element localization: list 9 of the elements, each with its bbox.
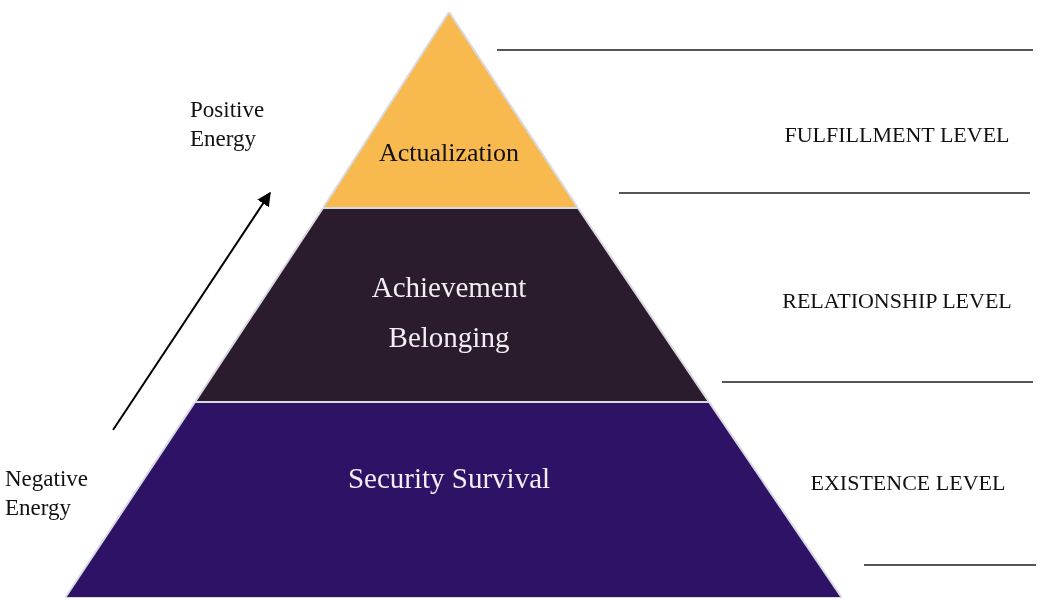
level-label: RELATIONSHIP LEVEL [781, 288, 1013, 314]
level-label: EXISTENCE LEVEL [809, 470, 1007, 496]
tier-label: Achievement Belonging [370, 270, 528, 355]
energy-label: Negative Energy [5, 465, 89, 522]
level-label: FULFILLMENT LEVEL [783, 122, 1011, 148]
tier-label: Security Survival [346, 461, 552, 496]
tier-label: Actualization [377, 137, 521, 169]
arrow [112, 191, 271, 431]
energy-label: Positive Energy [190, 96, 266, 153]
